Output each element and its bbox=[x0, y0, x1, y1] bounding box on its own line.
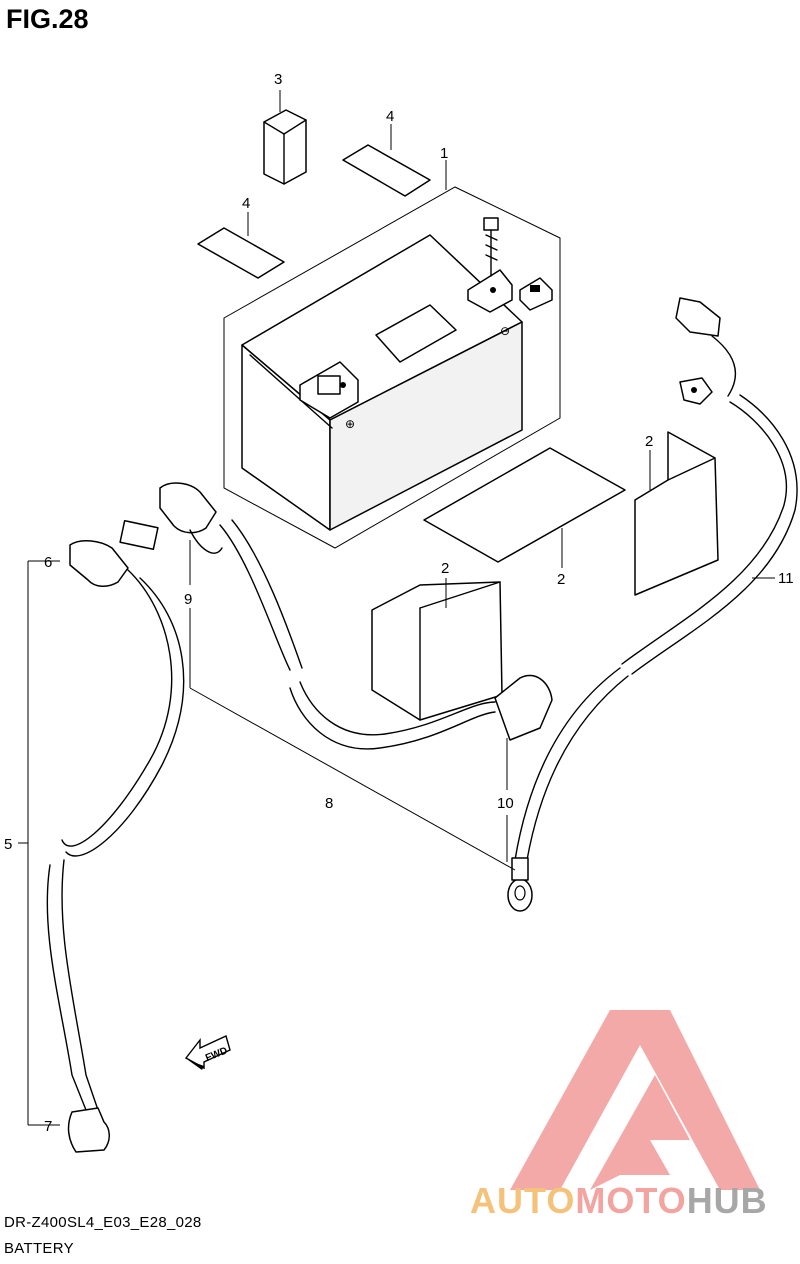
diagram-code: DR-Z400SL4_E03_E28_028 bbox=[4, 1214, 202, 1231]
callout-3: 3 bbox=[274, 71, 282, 88]
callout-4-lower: 4 bbox=[242, 195, 250, 212]
terminal-nut[interactable] bbox=[519, 277, 553, 311]
callout-7: 7 bbox=[44, 1118, 52, 1135]
fwd-arrow-icon: FWD bbox=[184, 1035, 231, 1070]
pad-lower[interactable] bbox=[197, 227, 285, 279]
svg-text:⊖: ⊖ bbox=[500, 324, 510, 338]
watermark-text: AUTOMOTOHUB bbox=[470, 1180, 768, 1221]
callout-2-center: 2 bbox=[441, 560, 449, 577]
callout-1: 1 bbox=[440, 145, 448, 162]
callout-11: 11 bbox=[778, 570, 794, 587]
cable-11[interactable] bbox=[621, 297, 798, 675]
battery-group-frame bbox=[223, 186, 561, 549]
figure-title: FIG.28 bbox=[6, 4, 89, 34]
callout-9: 9 bbox=[184, 591, 192, 608]
cable-8[interactable] bbox=[119, 482, 553, 750]
automotohub-logo-icon bbox=[510, 1010, 760, 1190]
svg-text:⊕: ⊕ bbox=[345, 417, 355, 431]
callout-2-flat: 2 bbox=[557, 571, 565, 588]
callout-10: 10 bbox=[497, 795, 514, 812]
cable-5[interactable] bbox=[46, 540, 185, 1153]
callout-5: 5 bbox=[4, 836, 12, 853]
sheet-flat[interactable] bbox=[423, 447, 626, 563]
diagram-subtitle: BATTERY bbox=[4, 1240, 74, 1257]
sheet-bent-center[interactable] bbox=[371, 581, 503, 721]
cap-block[interactable] bbox=[263, 109, 307, 185]
callout-2-right: 2 bbox=[645, 433, 653, 450]
battery[interactable]: ⊕ ⊖ bbox=[241, 234, 523, 531]
pad-upper[interactable] bbox=[342, 144, 431, 197]
leader-lines bbox=[18, 90, 775, 1126]
cable-10[interactable] bbox=[507, 667, 629, 912]
callout-8: 8 bbox=[325, 795, 333, 812]
terminal-bolt[interactable] bbox=[483, 217, 499, 277]
sheet-bent-right[interactable] bbox=[634, 431, 719, 596]
callout-6: 6 bbox=[44, 554, 52, 571]
callout-4-upper: 4 bbox=[386, 108, 394, 125]
